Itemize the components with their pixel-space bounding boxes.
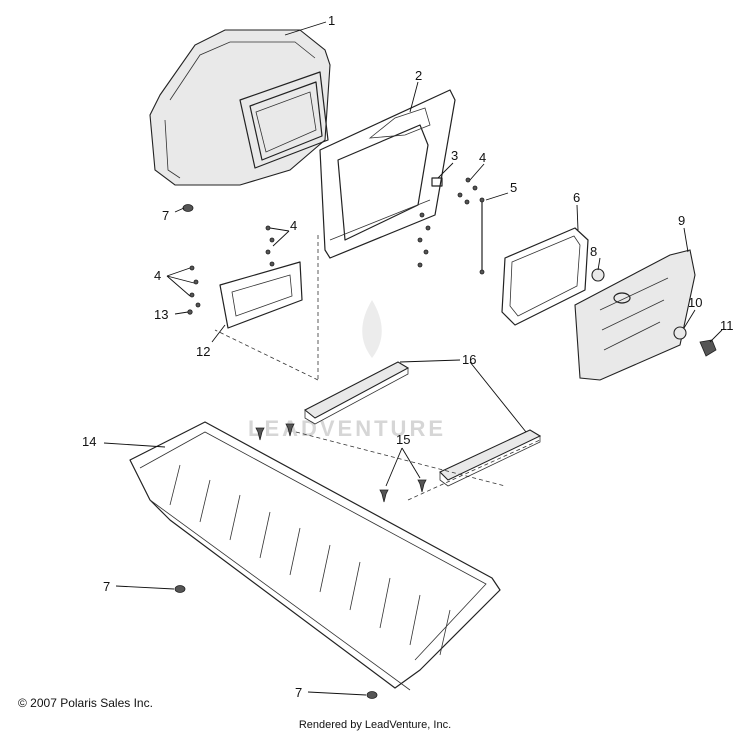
part-9-door <box>574 249 696 381</box>
part-13-screw <box>187 309 193 315</box>
part-4-screws <box>189 177 478 308</box>
callout-11: 11 <box>720 318 734 333</box>
callout-12: 12 <box>196 344 210 359</box>
part-2-mount-panel <box>319 89 456 259</box>
copyright-notice: © 2007 Polaris Sales Inc. <box>18 696 153 710</box>
callout-7: 7 <box>162 208 169 223</box>
callout-4: 4 <box>479 150 486 165</box>
part-1-top-box <box>149 29 331 186</box>
leader-lines <box>103 21 723 696</box>
watermark-text: LEADVENTURE <box>248 416 446 441</box>
callout-3: 3 <box>451 148 458 163</box>
alignment-line <box>214 329 319 381</box>
part-5-rod <box>479 197 485 275</box>
part-3-pad <box>431 177 443 187</box>
callout-10: 10 <box>688 295 702 310</box>
callout-14: 14 <box>82 434 96 449</box>
callout-6: 6 <box>573 190 580 205</box>
part-7-nut-bottom <box>366 691 378 699</box>
part-10-grommet <box>673 326 687 340</box>
callout-7: 7 <box>103 579 110 594</box>
callout-13: 13 <box>154 307 168 322</box>
part-6-gasket <box>501 227 589 326</box>
callout-16: 16 <box>462 352 476 367</box>
callout-9: 9 <box>678 213 685 228</box>
callout-1: 1 <box>328 13 335 28</box>
part-14-tray <box>129 421 501 691</box>
callout-4: 4 <box>290 218 297 233</box>
part-8-washer <box>591 268 605 282</box>
part-7-nut-middle <box>174 585 186 593</box>
callout-4: 4 <box>154 268 161 283</box>
callout-7: 7 <box>295 685 302 700</box>
part-7-nut-top <box>182 204 194 212</box>
callout-2: 2 <box>415 68 422 83</box>
callout-5: 5 <box>510 180 517 195</box>
part-12-bracket <box>219 261 303 329</box>
part-16-rails <box>303 361 542 487</box>
callout-15: 15 <box>396 432 410 447</box>
rendered-by-credit: Rendered by LeadVenture, Inc. <box>298 719 452 731</box>
part-15-fasteners <box>255 423 427 503</box>
watermark: LEADVENTURE <box>248 300 446 441</box>
alignment-line <box>295 431 506 487</box>
alignment-line <box>407 439 541 501</box>
part-11-latch <box>699 339 717 357</box>
callout-labels: 1 2 3 4 5 6 7 8 9 10 11 4 4 13 12 14 15 … <box>82 13 734 700</box>
callout-8: 8 <box>590 244 597 259</box>
